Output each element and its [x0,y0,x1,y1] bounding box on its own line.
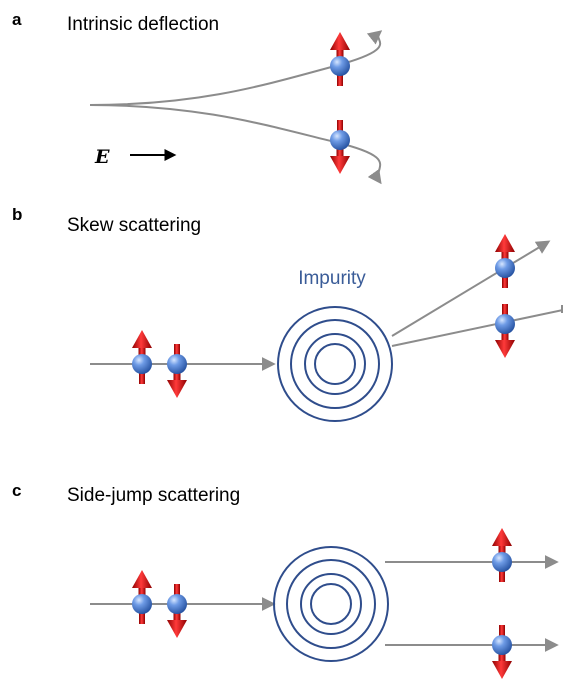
panel-letter: b [12,205,22,224]
upper-trajectory [89,30,383,106]
panel-letter: a [12,10,22,29]
panel-title: Skew scattering [67,215,201,236]
spin-up-outgoing-trajectory [391,240,551,337]
spin-down-outgoing-trajectory [391,309,563,347]
electric-field-label: E [94,146,110,168]
lower-trajectory [89,104,382,185]
panel-c: c Side-jump scattering [12,481,559,679]
electron-spin-up-icon [495,234,515,288]
panel-b: b Skew scattering Impurity [12,205,563,422]
panel-a: a Intrinsic deflection E [12,10,383,185]
electron-spin-down-icon [492,625,512,679]
electron-spin-up-icon [132,330,152,384]
impurity-label: Impurity [298,268,366,289]
electron-spin-down-icon [167,344,187,398]
electron-spin-up-icon [132,570,152,624]
panel-title: Side-jump scattering [67,485,240,506]
electron-spin-down-icon [167,584,187,638]
impurity-icon [273,546,389,662]
panel-title: Intrinsic deflection [67,14,219,35]
panel-letter: c [12,481,21,500]
electron-spin-down-icon [495,304,515,358]
electron-spin-up-icon [492,528,512,582]
impurity-icon [277,306,393,422]
electron-spin-up-icon [330,32,350,86]
electron-spin-down-icon [330,120,350,174]
